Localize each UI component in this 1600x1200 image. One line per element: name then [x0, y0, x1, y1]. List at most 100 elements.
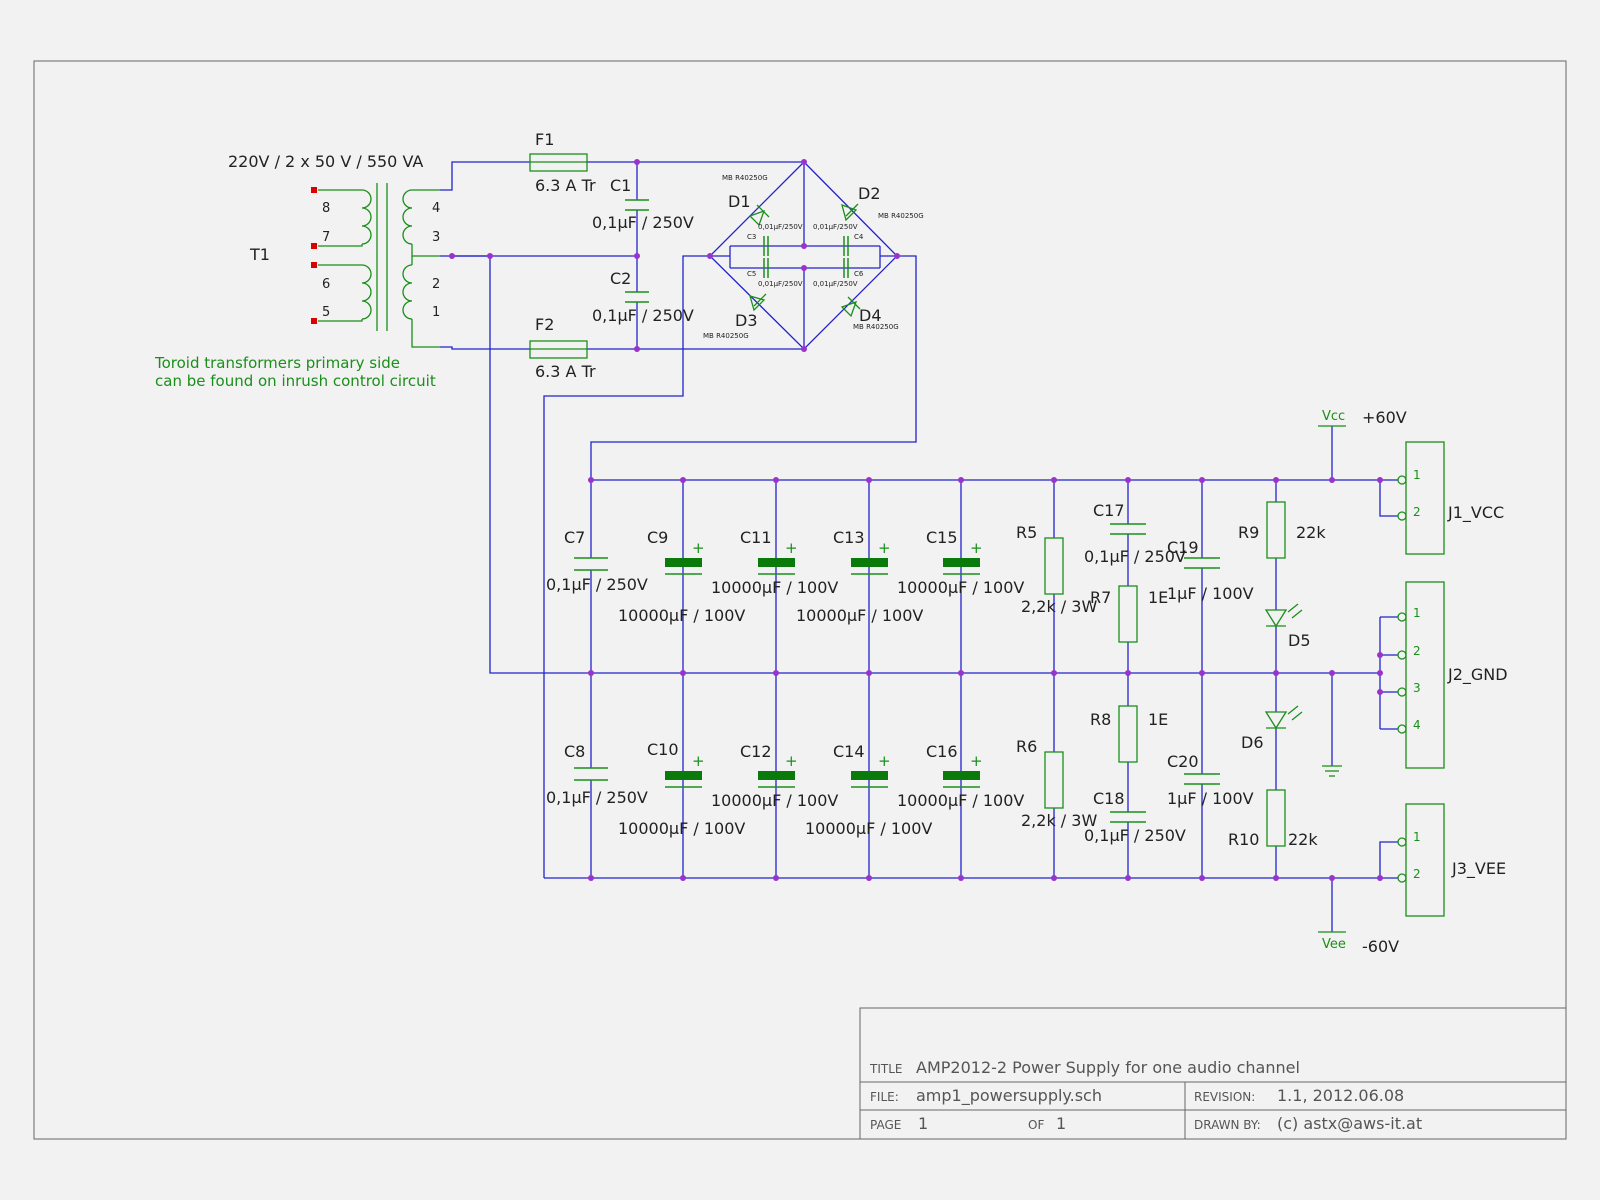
- fuses: [529, 153, 588, 359]
- c6-value: 0,01µF/250V: [813, 280, 858, 288]
- vcc-value: +60V: [1362, 408, 1407, 427]
- fuse-f1-ref: F1: [535, 130, 554, 149]
- drawn-by-label: DRAWN BY:: [1194, 1118, 1261, 1132]
- d3-part: MB R40250G: [703, 332, 749, 340]
- pin-3: 3: [432, 230, 440, 245]
- c14-ref: C14: [833, 742, 865, 761]
- title-block-frame: [859, 1007, 1567, 1140]
- revision-value: 1.1, 2012.06.08: [1277, 1086, 1404, 1105]
- r6-value: 2,2k / 3W: [1021, 811, 1097, 830]
- c20-ref: C20: [1167, 752, 1199, 771]
- c1-value: 0,1µF / 250V: [592, 213, 694, 232]
- d1-part: MB R40250G: [722, 174, 768, 182]
- c2-value: 0,1µF / 250V: [592, 306, 694, 325]
- sheet-title: AMP2012-2 Power Supply for one audio cha…: [916, 1058, 1300, 1077]
- transformer-spec: 220V / 2 x 50 V / 550 VA: [228, 152, 423, 171]
- c5-ref: C5: [747, 270, 756, 278]
- resistors: [1044, 501, 1286, 847]
- svg-text:+: +: [692, 539, 705, 557]
- electrolytic-capacitors: + + + + + + + +: [665, 539, 983, 788]
- svg-text:+: +: [970, 752, 983, 770]
- c14-value: 10000µF / 100V: [805, 819, 932, 838]
- connectors: [1397, 441, 1445, 917]
- c7-ref: C7: [564, 528, 585, 547]
- of-label: OF: [1028, 1118, 1044, 1132]
- c8-ref: C8: [564, 742, 585, 761]
- vee-label: Vee: [1322, 937, 1346, 952]
- wires: [440, 161, 1398, 932]
- c16-value: 10000µF / 100V: [897, 791, 1024, 810]
- fuse-f2-ref: F2: [535, 315, 554, 334]
- j3-pin-2: 2: [1413, 867, 1421, 881]
- fuse-f1-value: 6.3 A Tr: [535, 176, 596, 195]
- drawn-by-value: (c) astx@aws-it.at: [1277, 1114, 1422, 1133]
- r7-ref: R7: [1090, 588, 1111, 607]
- c17-value: 0,1µF / 250V: [1084, 547, 1186, 566]
- c12-ref: C12: [740, 742, 772, 761]
- transformer-ref: T1: [249, 245, 270, 264]
- r7-value: 1E: [1148, 588, 1168, 607]
- pin-2: 2: [432, 277, 440, 292]
- pin-6: 6: [322, 277, 330, 292]
- file-label: FILE:: [870, 1090, 899, 1104]
- c19-ref: C19: [1167, 538, 1199, 557]
- svg-text:+: +: [878, 752, 891, 770]
- j2-pin-2: 2: [1413, 644, 1421, 658]
- c4-ref: C4: [854, 233, 864, 241]
- svg-text:+: +: [785, 752, 798, 770]
- junctions: [449, 159, 1383, 881]
- svg-text:+: +: [970, 539, 983, 557]
- r5-ref: R5: [1016, 523, 1037, 542]
- c10-ref: C10: [647, 740, 679, 759]
- vcc-label: Vcc: [1322, 409, 1345, 424]
- c8-value: 0,1µF / 250V: [546, 788, 648, 807]
- c9-value: 10000µF / 100V: [618, 606, 745, 625]
- svg-text:+: +: [878, 539, 891, 557]
- fuse-f2-value: 6.3 A Tr: [535, 362, 596, 381]
- c17-ref: C17: [1093, 501, 1125, 520]
- note-line-2: can be found on inrush control circuit: [155, 372, 436, 390]
- c5-value: 0,01µF/250V: [758, 280, 803, 288]
- r10-ref: R10: [1228, 830, 1259, 849]
- j1-pin-1: 1: [1413, 468, 1421, 482]
- r8-value: 1E: [1148, 710, 1168, 729]
- c1-ref: C1: [610, 176, 631, 195]
- d2-part: MB R40250G: [878, 212, 924, 220]
- r9-ref: R9: [1238, 523, 1259, 542]
- d5-ref: D5: [1288, 631, 1311, 650]
- c19-value: 1µF / 100V: [1167, 584, 1254, 603]
- c7-value: 0,1µF / 250V: [546, 575, 648, 594]
- c10-value: 10000µF / 100V: [618, 819, 745, 838]
- title-label: TITLE: [869, 1062, 902, 1076]
- d6-ref: D6: [1241, 733, 1264, 752]
- pin-8: 8: [322, 201, 330, 216]
- page-number: 1: [918, 1114, 928, 1133]
- r8-ref: R8: [1090, 710, 1111, 729]
- c12-value: 10000µF / 100V: [711, 791, 838, 810]
- bridge-diodes: [748, 203, 861, 318]
- j2-pin-3: 3: [1413, 681, 1421, 695]
- c4-value: 0,01µF/250V: [813, 223, 858, 231]
- d4-ref: D4: [859, 306, 882, 325]
- vee-value: -60V: [1362, 937, 1399, 956]
- leds: [1264, 603, 1303, 730]
- c2-ref: C2: [610, 269, 631, 288]
- r5-value: 2,2k / 3W: [1021, 597, 1097, 616]
- c11-value: 10000µF / 100V: [711, 578, 838, 597]
- pin-1: 1: [432, 305, 440, 320]
- j1-ref: J1_VCC: [1447, 503, 1504, 523]
- page-count: 1: [1056, 1114, 1066, 1133]
- svg-text:+: +: [785, 539, 798, 557]
- c3-ref: C3: [747, 233, 756, 241]
- j2-pin-4: 4: [1413, 718, 1421, 732]
- c3-value: 0,01µF/250V: [758, 223, 803, 231]
- note-line-1: Toroid transformers primary side: [154, 354, 400, 372]
- c16-ref: C16: [926, 742, 958, 761]
- j1-pin-2: 2: [1413, 505, 1421, 519]
- r10-value: 22k: [1288, 830, 1318, 849]
- c11-ref: C11: [740, 528, 772, 547]
- power-symbols: [1318, 425, 1346, 933]
- j2-ref: J2_GND: [1447, 665, 1508, 685]
- j3-ref: J3_VEE: [1451, 859, 1506, 879]
